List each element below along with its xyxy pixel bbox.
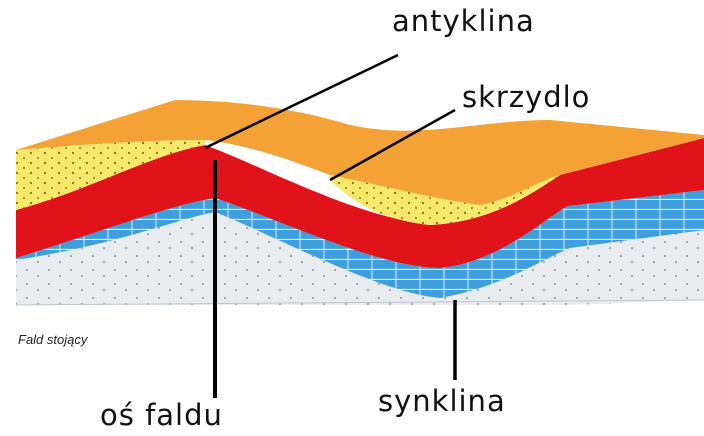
synklina-label: synklina <box>378 384 506 418</box>
os-faldu-label: oś faldu <box>100 398 223 432</box>
skrzydlo-label: skrzydlo <box>462 80 590 114</box>
antyklina-label: antyklina <box>392 4 535 38</box>
caption-label: Fald stojący <box>18 332 87 347</box>
